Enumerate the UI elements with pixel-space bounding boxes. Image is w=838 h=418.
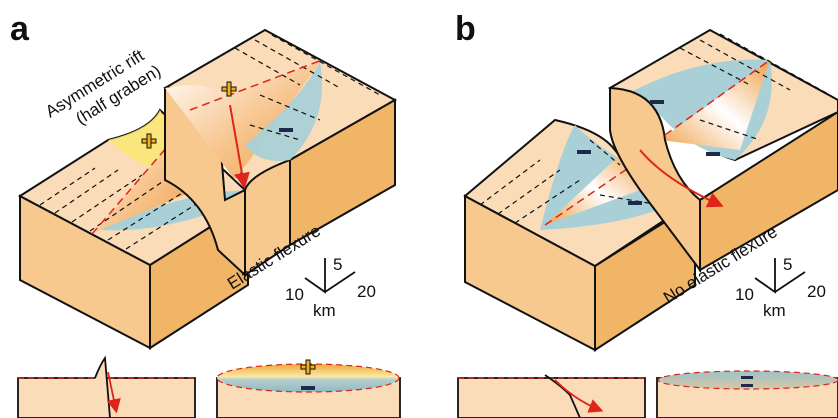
- right-block-a: [163, 28, 398, 278]
- right-block-side-face-b: [699, 110, 838, 272]
- panel-b: b: [455, 10, 838, 418]
- minus-symbol-b4: [706, 152, 720, 156]
- panel-a: a: [10, 10, 401, 418]
- minus-symbol-b2: [628, 201, 642, 205]
- minus-symbol-b3: [650, 100, 664, 104]
- cross-minus-b1: [741, 376, 753, 379]
- basin-wedge-upper: [165, 62, 320, 180]
- scale-x-b: 10: [735, 285, 754, 304]
- scale-unit-b: km: [763, 301, 786, 320]
- strike-lines-upper: [234, 34, 381, 141]
- rift-axis-upper: [189, 59, 323, 111]
- plus-symbol: [141, 133, 157, 149]
- basin-wedge-b: [545, 150, 640, 225]
- scale-unit: km: [313, 301, 336, 320]
- cross-minus-symbol: [301, 386, 315, 390]
- cross-section-a-left: [17, 355, 196, 418]
- minus-symbol-b1: [577, 150, 591, 154]
- minus-symbol-upper: [279, 128, 293, 132]
- fault-slip-arrow-b: [639, 149, 724, 208]
- scale-y-b: 5: [783, 255, 792, 274]
- strike-lines: [39, 167, 216, 250]
- left-block-side-face-b: [594, 201, 696, 352]
- cross-section-b-right: [656, 370, 838, 418]
- right-block-b: [607, 28, 838, 274]
- scale-y: 5: [333, 255, 342, 274]
- scale-x: 10: [285, 285, 304, 304]
- strike-lines-b-upper: [679, 33, 831, 141]
- rift-axis-b-upper: [664, 59, 771, 136]
- cross-plus-symbol: [300, 359, 316, 375]
- subsidence-zone-upper: [245, 62, 322, 161]
- scale-z-b: 20: [807, 282, 826, 301]
- cross-minus-b2: [741, 384, 753, 387]
- basin-wedge-b-upper: [660, 60, 770, 150]
- left-block-b: [463, 118, 698, 352]
- plus-symbol-upper: [221, 81, 237, 97]
- cross-section-a-right: [216, 359, 401, 418]
- fault-slip-arrow: [229, 104, 250, 189]
- panel-letter-b: b: [455, 10, 476, 48]
- cross-section-b-left: [457, 374, 646, 418]
- scale-bar-a: 10 5 20 km: [285, 255, 376, 320]
- scale-z: 20: [357, 282, 376, 301]
- strike-lines-b: [479, 139, 661, 224]
- panel-letter-a: a: [10, 10, 30, 48]
- scale-bar-b: 10 5 20 km: [735, 255, 826, 320]
- rift-axis-b: [544, 159, 641, 226]
